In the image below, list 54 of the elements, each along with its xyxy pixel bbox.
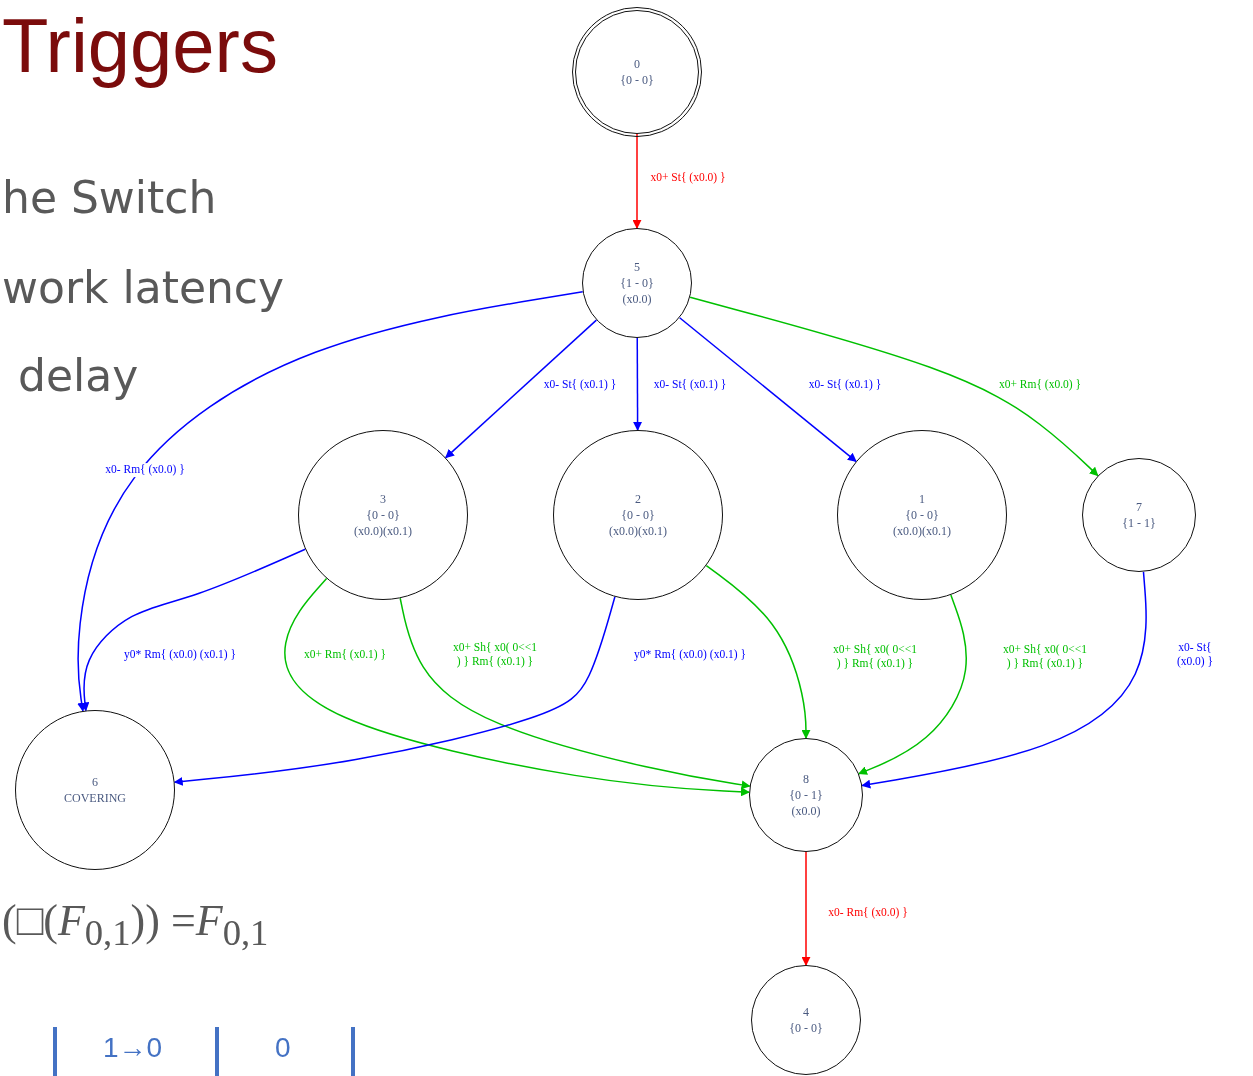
edge-label: x0+ Rm{ (x0.1) } <box>302 648 388 662</box>
state-range: {0 - 1} <box>789 786 823 804</box>
state-range: COVERING <box>64 790 126 807</box>
arrow <box>284 577 750 797</box>
state-number: 8 <box>803 770 809 787</box>
state-number: 6 <box>92 773 98 790</box>
edge-label: y0* Rm{ (x0.0) (x0.1) } <box>633 648 747 662</box>
arrow <box>399 597 751 790</box>
formula: (□(F$_{0,1}$)) =F$_{0,1}$ <box>2 895 269 954</box>
state-content: (x0.0) <box>622 291 652 308</box>
edge-label: x0- St{ (x0.1) } <box>807 378 883 392</box>
state-number: 1 <box>919 490 925 507</box>
state-range: {1 - 1} <box>1122 515 1156 532</box>
state-range: {1 - 0} <box>620 274 654 292</box>
state-number: 7 <box>1136 498 1142 515</box>
state-range: {0 - 0} <box>620 72 654 89</box>
slide-title: Triggers <box>2 2 278 89</box>
state-content: (x0.0)(x0.1) <box>609 523 667 540</box>
arrow <box>689 296 1099 477</box>
table-cell: 1→0 <box>103 1032 163 1064</box>
state-range: {0 - 0} <box>905 506 939 524</box>
state-range: {0 - 0} <box>789 1020 823 1037</box>
arrow <box>678 316 857 463</box>
arrow <box>801 851 811 966</box>
edge-label: y0* Rm{ (x0.0) (x0.1) } <box>123 648 237 662</box>
edge-label: x0+ Rm{ (x0.0) } <box>997 378 1083 392</box>
arrow <box>173 596 616 786</box>
state-content: (x0.0)(x0.1) <box>893 523 951 540</box>
edge-label: x0- St{ (x0.1) } <box>542 378 618 392</box>
state-number: 5 <box>634 258 640 275</box>
bullet-text: work latency <box>2 262 285 313</box>
arrow <box>858 594 967 775</box>
arrow <box>632 133 642 229</box>
arrow <box>445 319 598 459</box>
state-number: 4 <box>803 1003 809 1020</box>
arrow <box>861 571 1147 789</box>
state-number: 0 <box>634 55 640 72</box>
edge-label: x0- Rm{ (x0.0) } <box>104 463 186 477</box>
edge-label: x0+ St{ (x0.0) } <box>649 171 727 185</box>
arrow <box>705 564 811 739</box>
state-range: {0 - 0} <box>621 506 655 524</box>
state-number: 3 <box>380 490 386 507</box>
state-content: (x0.0)(x0.1) <box>354 523 412 540</box>
table-cell: 0 <box>275 1032 291 1064</box>
edge-label: x0- Rm{ (x0.0) } <box>827 906 909 920</box>
edge-label: x0- St{ (x0.1) } <box>652 378 728 392</box>
arrow <box>633 337 643 431</box>
state-content: (x0.0) <box>791 803 821 820</box>
state-number: 2 <box>635 490 641 507</box>
bullet-text: he Switch <box>2 172 217 223</box>
arrow <box>80 548 306 712</box>
state-range: {0 - 0} <box>366 506 400 524</box>
arrow <box>77 291 584 712</box>
bullet-text: delay <box>18 350 139 401</box>
